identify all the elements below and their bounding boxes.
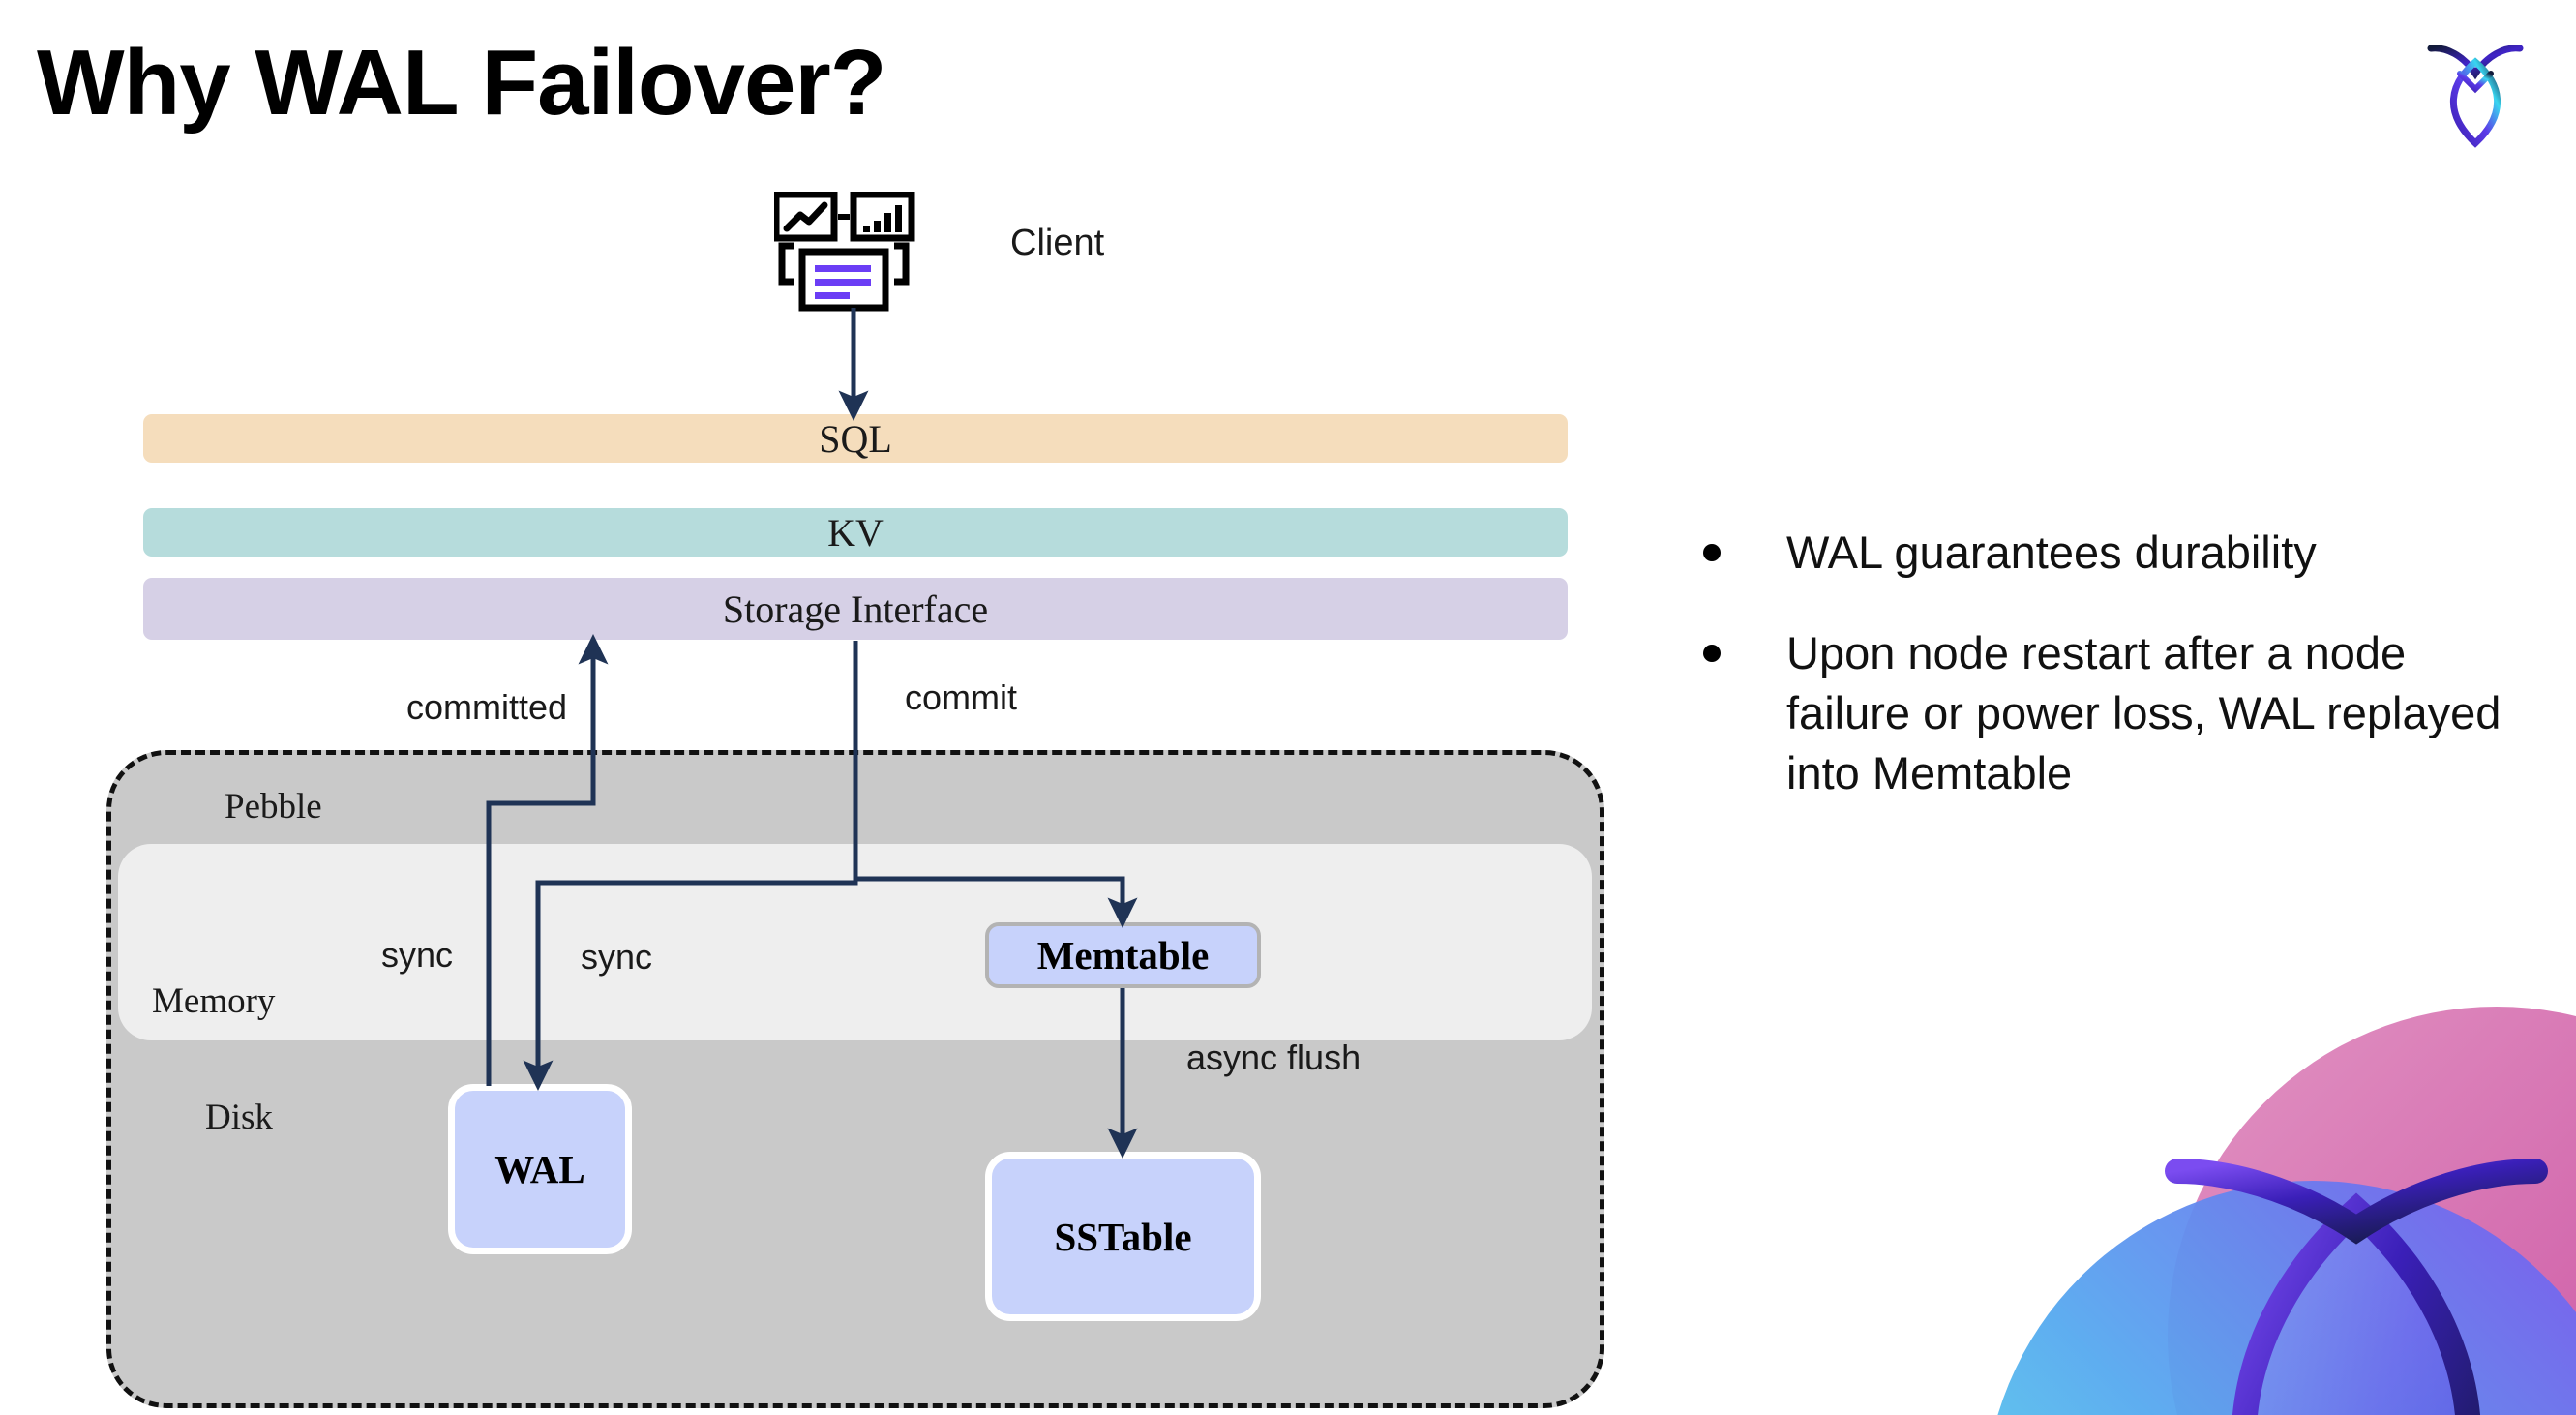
pebble-label: Pebble	[225, 787, 322, 827]
edge-label-committed: committed	[406, 687, 568, 727]
client-dashboard-icon	[772, 191, 929, 313]
node-sstable: SSTable	[985, 1152, 1261, 1321]
edge-label-sync-left: sync	[381, 935, 454, 975]
node-wal: WAL	[448, 1084, 632, 1254]
edge-label-commit: commit	[905, 677, 1017, 717]
memory-region	[118, 844, 1592, 1040]
layer-bar-sql: SQL	[143, 414, 1568, 463]
edge-label-sync-right: sync	[581, 937, 653, 977]
layer-bar-sql-label: SQL	[819, 416, 892, 461]
cockroachdb-logo	[2417, 33, 2533, 151]
bullet-text: Upon node restart after a node failure o…	[1786, 627, 2501, 799]
layer-bar-storage-interface: Storage Interface	[143, 578, 1568, 640]
client-label: Client	[1010, 223, 1105, 263]
bullet-list: WAL guarantees durability Upon node rest…	[1703, 523, 2535, 844]
memory-label: Memory	[152, 981, 276, 1021]
layer-bar-kv-label: KV	[827, 510, 884, 555]
architecture-diagram: Pebble Memory Disk SQL KV Storage Interf…	[106, 191, 1604, 1408]
page-title: Why WAL Failover?	[37, 31, 886, 135]
disk-label: Disk	[205, 1098, 273, 1137]
bullet-text: WAL guarantees durability	[1786, 527, 2317, 578]
decorative-logo-graphic	[1955, 929, 2576, 1415]
node-sstable-label: SSTable	[1054, 1214, 1192, 1259]
list-item: Upon node restart after a node failure o…	[1703, 623, 2535, 803]
layer-bar-storage-interface-label: Storage Interface	[722, 587, 989, 631]
node-wal-label: WAL	[494, 1147, 585, 1191]
node-memtable-label: Memtable	[1036, 933, 1210, 978]
list-item: WAL guarantees durability	[1703, 523, 2535, 583]
bullet-dot-icon	[1703, 645, 1721, 663]
node-memtable: Memtable	[985, 922, 1261, 988]
layer-bar-kv: KV	[143, 508, 1568, 557]
edge-label-async-flush: async flush	[1186, 1038, 1362, 1077]
bullet-dot-icon	[1703, 544, 1721, 561]
